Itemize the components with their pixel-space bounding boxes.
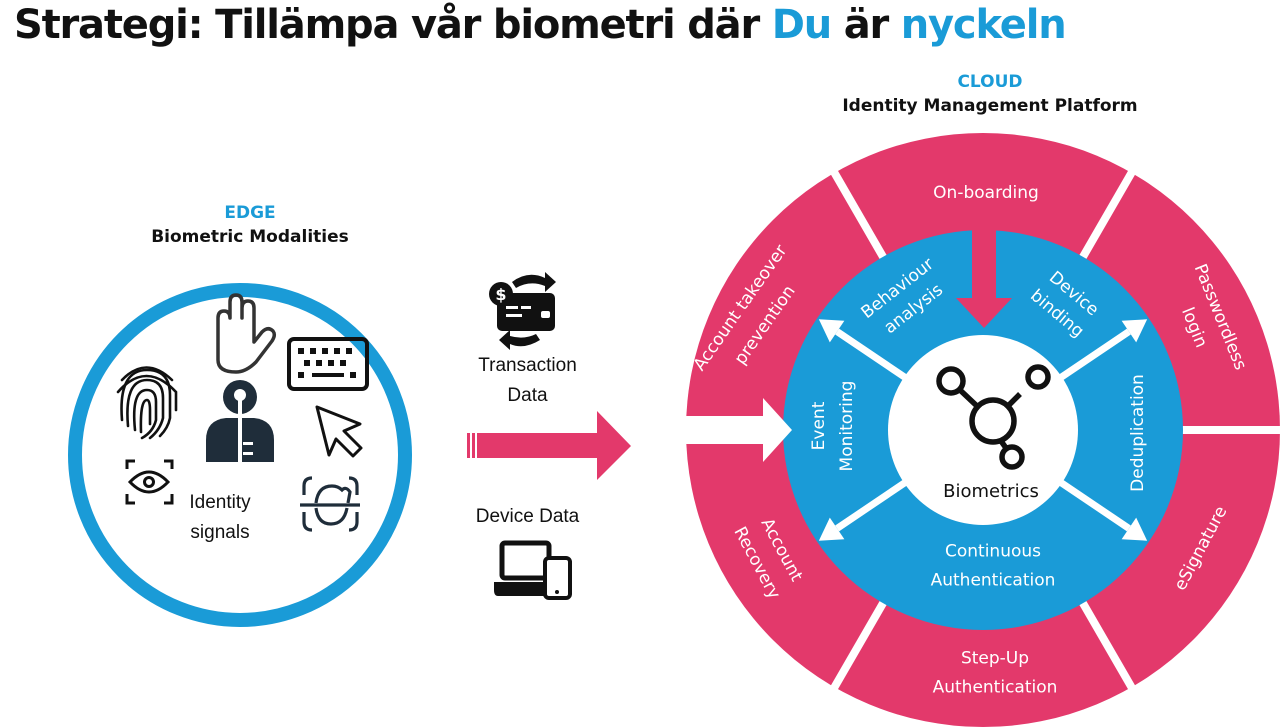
title-accent-du: Du [771,2,832,48]
edge-header: EDGE Biometric Modalities [110,203,390,247]
cloud-header: CLOUD Identity Management Platform [810,72,1170,116]
flow-arrow-head [1121,319,1148,343]
identity-signals-label: Identity signals [165,488,275,548]
svg-text:$: $ [495,285,506,304]
device-data-text: Device Data [475,506,580,527]
fingerprint-icon [116,366,178,440]
entry-arrow [683,398,792,462]
page-title: Strategi: Tillämpa vår biometri där Du ä… [14,2,1067,48]
edge-kicker: EDGE [224,203,276,223]
transaction-data-line1: Transaction [478,355,577,376]
flow-arrow-shaft [835,328,911,383]
identity-signals-line2: signals [190,522,250,543]
eye-scan-icon [125,459,174,505]
cloud-subtitle: Identity Management Platform [842,96,1138,116]
title-text-middle: är [831,2,901,48]
segment-step-up-authentication-line: Step-Up [961,649,1029,669]
identity-signals-line1: Identity [189,492,251,513]
face-scan-icon [300,476,360,532]
segment-continuous-authentication-line: Authentication [931,571,1056,591]
devices-icon [494,540,572,600]
transaction-data-label: Transaction Data [455,351,600,411]
segment-onboarding: On-boarding [933,183,1039,203]
onboarding-arrow [956,228,1012,328]
flow-arrow-shaft [1055,328,1131,383]
segment-event-monitoring-line: Monitoring [837,381,857,472]
outer-ring-divider [1077,596,1138,694]
cursor-arrow-icon [315,405,363,458]
title-accent-nyckeln: nyckeln [900,2,1067,48]
person-key-icon [206,380,274,466]
keyboard-icon [287,337,369,391]
segment-deduplication-line: Deduplication [1128,374,1148,492]
transaction-data-line2: Data [507,385,548,406]
edge-subtitle: Biometric Modalities [151,227,349,247]
flow-arrow-shaft [1055,477,1131,532]
device-data-label: Device Data [455,502,600,532]
segment-deduplication: Deduplication [1128,374,1148,492]
biometrics-label: Biometrics [943,481,1039,502]
segment-event-monitoring-line: Event [809,401,829,450]
segment-step-up-authentication-line: Authentication [933,678,1058,698]
segment-onboarding-line: On-boarding [933,183,1039,203]
outer-ring-divider [1077,166,1138,264]
segment-event-monitoring: Event Monitoring [809,381,857,472]
outer-ring-divider [828,596,889,694]
identity-platform-wheel: BiometricsOn-boardingPasswordlesslogineS… [683,133,1280,727]
hand-palm-icon [216,293,277,374]
transaction-card-icon: $ [489,272,556,350]
flow-arrow-head [1121,517,1148,541]
outer-ring-divider [828,166,889,264]
biometrics-network-icon [936,364,1051,470]
flow-arrow-head [818,517,845,541]
segment-continuous-authentication-line: Continuous [945,542,1041,562]
data-flow-arrow [467,411,631,480]
flow-arrow-head [818,319,845,343]
cloud-kicker: CLOUD [957,72,1023,92]
flow-arrow-shaft [835,477,911,532]
title-text: Strategi: Tillämpa vår biometri där [14,2,772,48]
